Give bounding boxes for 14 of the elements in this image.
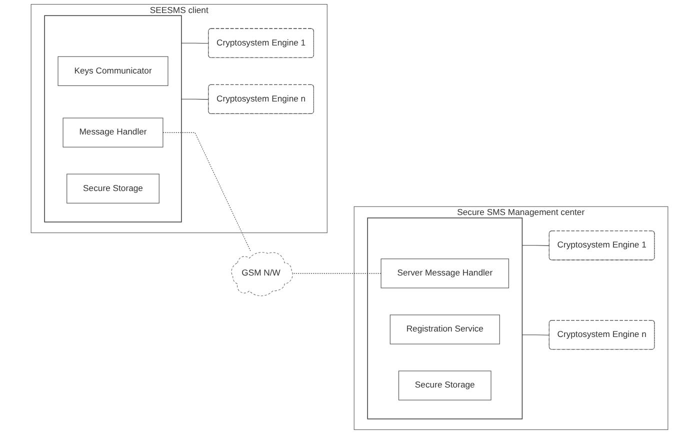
connector [162, 132, 252, 252]
node-box: Registration Service [390, 314, 500, 344]
connector [522, 334, 550, 336]
node-box: Keys Communicator [58, 56, 168, 86]
connector [181, 42, 209, 44]
connector [522, 245, 550, 246]
cluster [44, 15, 182, 222]
node-box: Secure Storage [66, 174, 160, 204]
connector [181, 98, 209, 100]
connector [291, 273, 382, 274]
node-box: Message Handler [62, 118, 164, 148]
node-box: Secure Storage [398, 370, 492, 400]
node-box: Server Message Handler [380, 258, 509, 288]
cluster [367, 218, 523, 420]
